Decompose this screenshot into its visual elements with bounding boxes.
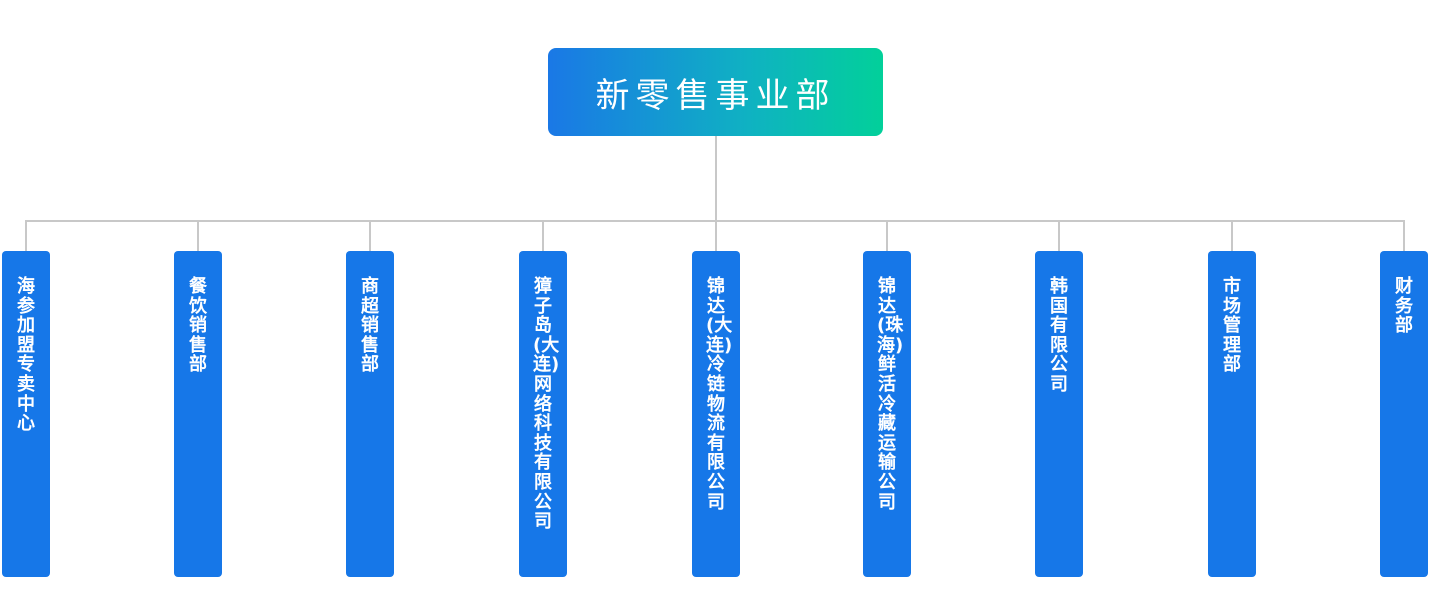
child-node-jinda-zhuhai-fresh-transport: 锦达(珠海)鲜活冷藏运输公司 bbox=[863, 251, 911, 577]
child-node-label: 獐子岛(大连)网络科技有限公司 bbox=[533, 276, 560, 533]
child-node-catering-sales: 餐饮销售部 bbox=[174, 251, 222, 577]
root-node-label: 新零售事业部 bbox=[595, 75, 836, 116]
child-node-label: 锦达(珠海)鲜活冷藏运输公司 bbox=[877, 276, 904, 513]
drop-line bbox=[1231, 220, 1233, 251]
drop-line bbox=[1403, 220, 1405, 251]
drop-line bbox=[886, 220, 888, 251]
drop-line bbox=[369, 220, 371, 251]
child-node-label: 商超销售部 bbox=[361, 276, 379, 376]
child-node-label: 市场管理部 bbox=[1223, 276, 1241, 376]
drop-line bbox=[715, 220, 717, 251]
child-node-supermarket-sales: 商超销售部 bbox=[346, 251, 394, 577]
child-node-sea-cucumber-franchise: 海参加盟专卖中心 bbox=[2, 251, 50, 577]
drop-line bbox=[1058, 220, 1060, 251]
child-node-zhangzidao-network-tech: 獐子岛(大连)网络科技有限公司 bbox=[519, 251, 567, 577]
drop-line bbox=[197, 220, 199, 251]
root-node: 新零售事业部 bbox=[548, 48, 883, 136]
drop-line bbox=[25, 220, 27, 251]
root-connector-line bbox=[715, 136, 717, 221]
child-node-label: 韩国有限公司 bbox=[1050, 276, 1068, 395]
child-node-market-management: 市场管理部 bbox=[1208, 251, 1256, 577]
child-node-label: 锦达(大连)冷链物流有限公司 bbox=[706, 276, 733, 513]
child-node-label: 财务部 bbox=[1395, 276, 1413, 337]
child-node-label: 海参加盟专卖中心 bbox=[17, 276, 35, 435]
child-node-korea-company: 韩国有限公司 bbox=[1035, 251, 1083, 577]
child-node-label: 餐饮销售部 bbox=[189, 276, 207, 376]
drop-line bbox=[542, 220, 544, 251]
child-node-finance: 财务部 bbox=[1380, 251, 1428, 577]
child-node-jinda-dalian-cold-chain: 锦达(大连)冷链物流有限公司 bbox=[692, 251, 740, 577]
